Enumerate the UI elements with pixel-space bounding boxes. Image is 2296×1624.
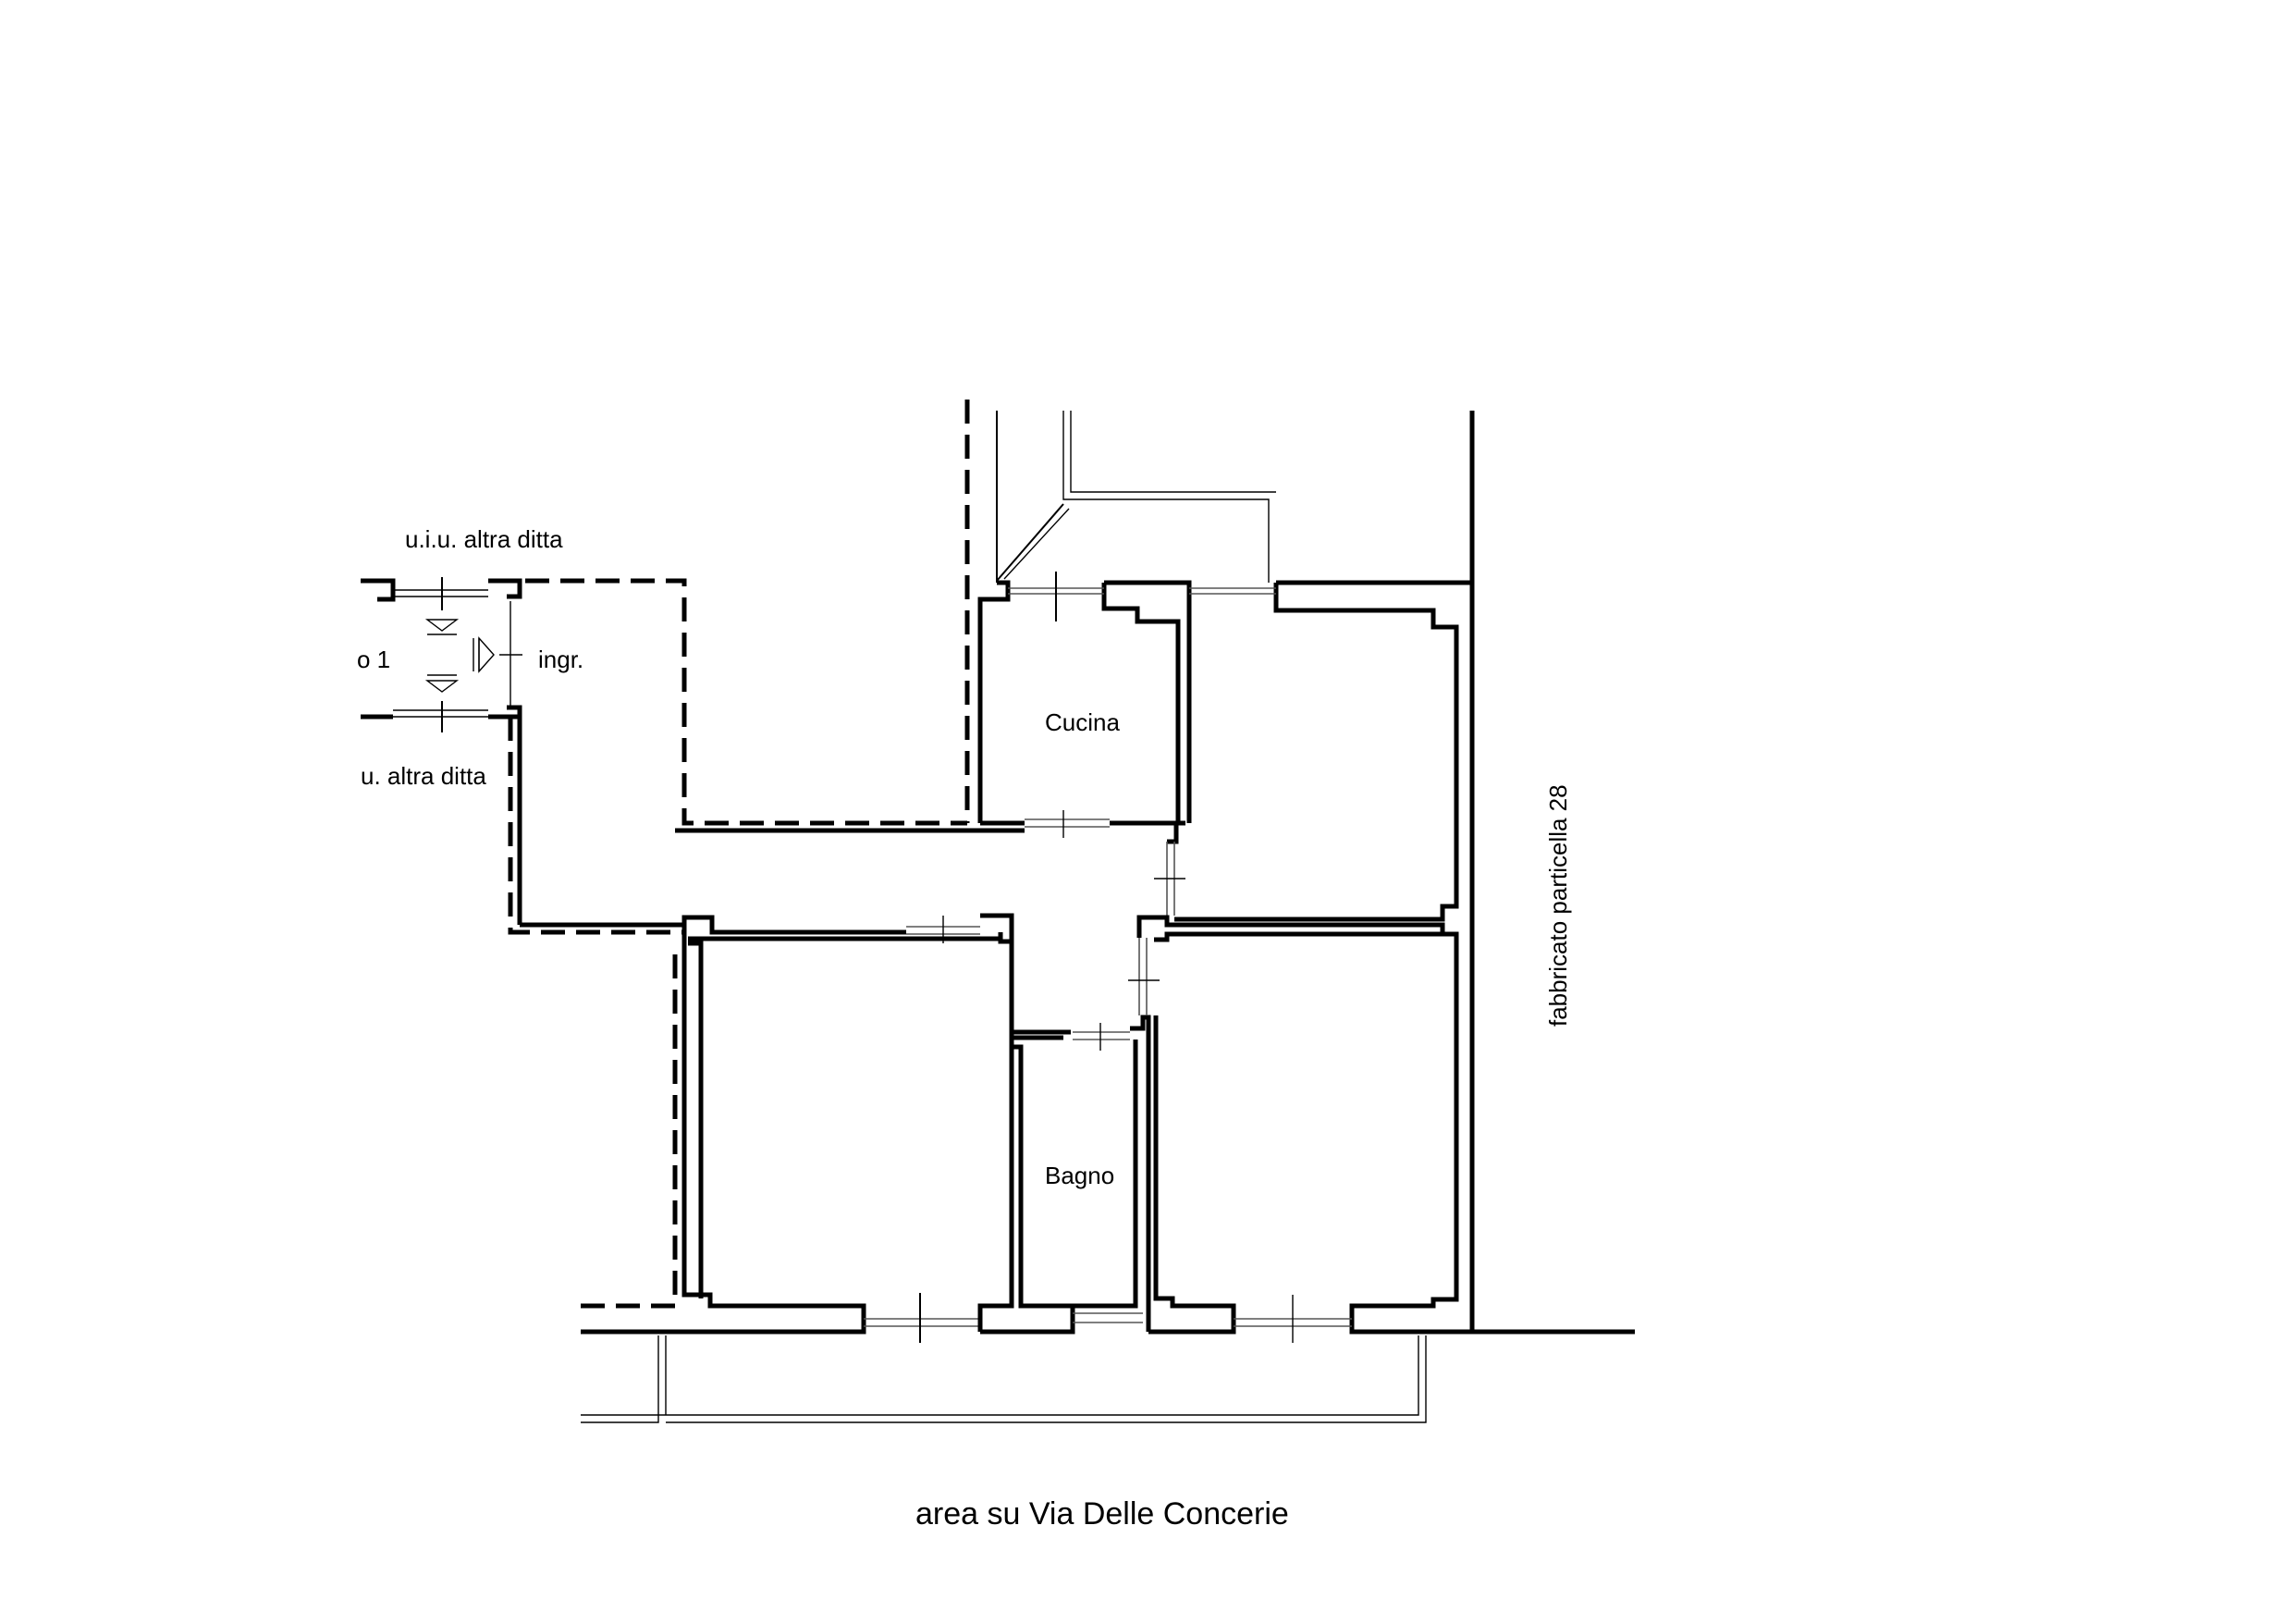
bathroom-label: Bagno [1045,1162,1114,1189]
room-bottom-left [581,913,1063,1343]
entrance-corridor [361,577,967,935]
street-area-label: area su Via Delle Concerie [915,1496,1289,1532]
courtyard-block [964,400,1276,823]
room-top-right [1154,580,1472,922]
room-bottom-right [1136,915,1472,1343]
adjacent-building-label: fabbricato particella 28 [1544,784,1572,1027]
entrance-label: ingr. [538,646,583,673]
stair-fragment-label: o 1 [357,646,390,673]
kitchen-label: Cucina [1045,708,1120,736]
neighbor-bottom-label: u. altra ditta [361,762,486,790]
bathroom-room [980,938,1160,1335]
front-balcony [581,1329,1427,1423]
kitchen-room [675,572,1192,838]
adjacent-building-boundary [1469,411,1635,1335]
neighbor-top-label: u.i.u. altra ditta [405,525,563,553]
